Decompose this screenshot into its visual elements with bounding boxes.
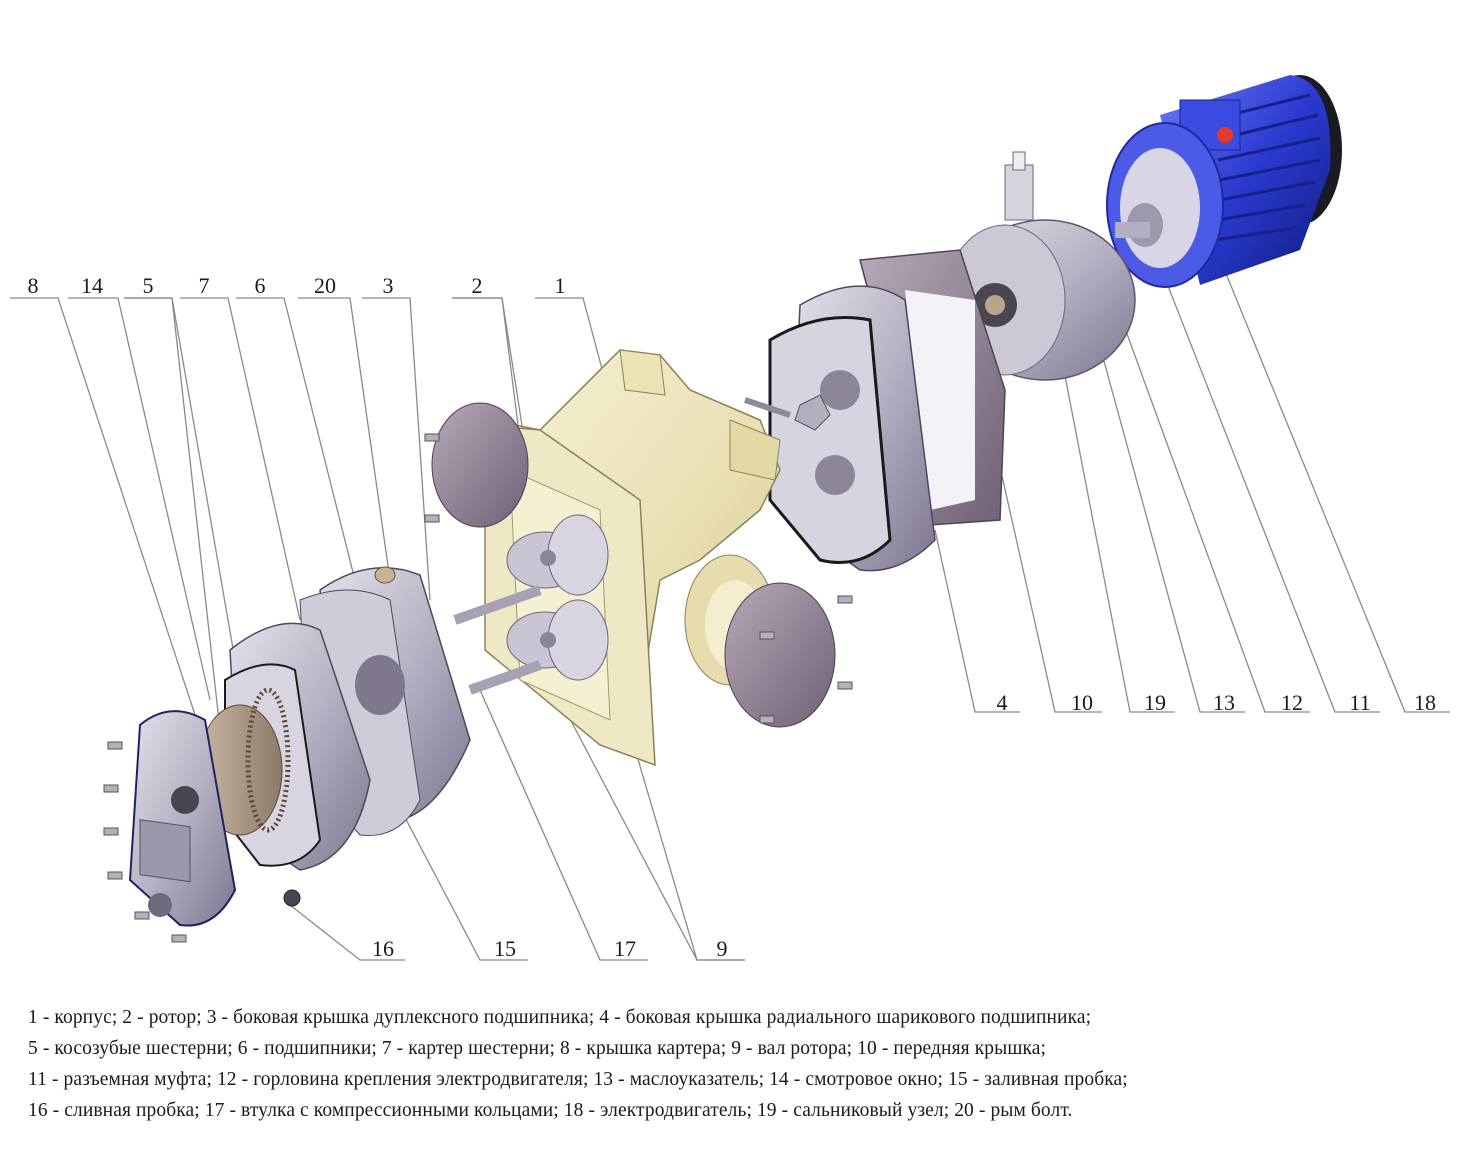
exploded-pump-diagram [10, 75, 1450, 961]
label-6: 6 [254, 273, 266, 298]
label-17: 17 [614, 936, 636, 961]
label-1: 1 [554, 273, 566, 298]
label-20: 20 [314, 273, 336, 298]
label-10: 10 [1071, 690, 1093, 715]
label-18: 18 [1414, 690, 1436, 715]
label-9: 9 [716, 936, 728, 961]
legend-line: 5 - косозубые шестерни; 6 - подшипники; … [28, 1038, 1047, 1059]
label-5: 5 [142, 273, 154, 298]
label-3: 3 [382, 273, 394, 298]
label-4: 4 [996, 690, 1008, 715]
label-13: 13 [1213, 690, 1235, 715]
bolts [103, 433, 853, 943]
label-14: 14 [81, 273, 103, 298]
label-11: 11 [1349, 690, 1371, 715]
radial-bearing-side-cover [744, 285, 936, 572]
label-16: 16 [372, 936, 394, 961]
label-2: 2 [471, 273, 483, 298]
legend-line: 11 - разъемная муфта; 12 - горловина кре… [28, 1069, 1128, 1090]
label-8: 8 [27, 273, 39, 298]
drain-plug [283, 889, 301, 907]
rotors [453, 514, 609, 695]
parts-legend: 1 - корпус; 2 - ротор; 3 - боковая крышк… [28, 1002, 1458, 1126]
legend-line: 1 - корпус; 2 - ротор; 3 - боковая крышк… [28, 1007, 1092, 1028]
blank-flange-top [431, 402, 529, 528]
legend-line: 16 - сливная пробка; 17 - втулка с компр… [28, 1100, 1073, 1121]
electric-motor [1106, 75, 1342, 288]
label-12: 12 [1281, 690, 1303, 715]
label-7: 7 [198, 273, 210, 298]
label-19: 19 [1144, 690, 1166, 715]
label-15: 15 [494, 936, 516, 961]
blank-flange-bottom [724, 582, 836, 728]
crankcase-cover [128, 710, 237, 927]
